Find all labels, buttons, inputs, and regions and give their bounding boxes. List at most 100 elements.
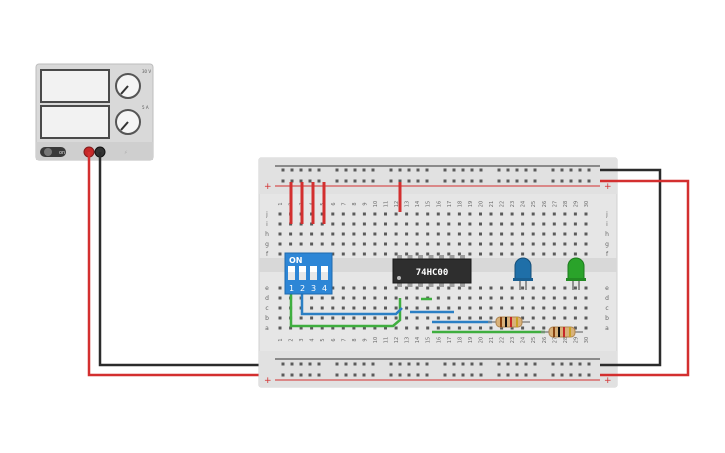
breadboard-hole[interactable] bbox=[278, 326, 282, 330]
breadboard-hole[interactable] bbox=[531, 212, 535, 216]
breadboard-hole[interactable] bbox=[447, 286, 451, 290]
breadboard-hole[interactable] bbox=[506, 362, 510, 366]
breadboard-hole[interactable] bbox=[384, 286, 387, 290]
breadboard-hole[interactable] bbox=[489, 316, 493, 320]
breadboard-hole[interactable] bbox=[500, 222, 504, 226]
breadboard-hole[interactable] bbox=[500, 252, 504, 256]
breadboard-hole[interactable] bbox=[278, 232, 282, 236]
breadboard-hole[interactable] bbox=[308, 362, 312, 366]
breadboard-hole[interactable] bbox=[389, 362, 393, 366]
breadboard-hole[interactable] bbox=[362, 179, 366, 183]
breadboard-hole[interactable] bbox=[405, 212, 409, 216]
breadboard-hole[interactable] bbox=[415, 296, 419, 300]
breadboard-hole[interactable] bbox=[317, 179, 321, 183]
breadboard-hole[interactable] bbox=[384, 232, 387, 236]
breadboard-hole[interactable] bbox=[584, 316, 588, 320]
breadboard-hole[interactable] bbox=[289, 326, 293, 330]
breadboard-hole[interactable] bbox=[352, 242, 356, 246]
wire-green-switch1[interactable] bbox=[289, 291, 402, 328]
breadboard-hole[interactable] bbox=[335, 168, 339, 172]
breadboard-hole[interactable] bbox=[362, 326, 366, 330]
breadboard-hole[interactable] bbox=[552, 242, 556, 246]
breadboard-hole[interactable] bbox=[436, 296, 440, 300]
breadboard-hole[interactable] bbox=[533, 168, 537, 172]
breadboard-hole[interactable] bbox=[447, 326, 451, 330]
breadboard-hole[interactable] bbox=[352, 316, 356, 320]
breadboard-hole[interactable] bbox=[479, 316, 482, 320]
breadboard-hole[interactable] bbox=[290, 362, 294, 366]
breadboard-hole[interactable] bbox=[468, 252, 472, 256]
dip-toggle-2[interactable] bbox=[299, 266, 306, 280]
breadboard-hole[interactable] bbox=[405, 326, 409, 330]
breadboard-hole[interactable] bbox=[470, 373, 474, 377]
breadboard-hole[interactable] bbox=[587, 362, 591, 366]
breadboard-hole[interactable] bbox=[584, 296, 588, 300]
breadboard-hole[interactable] bbox=[506, 179, 510, 183]
breadboard-hole[interactable] bbox=[371, 362, 375, 366]
breadboard-hole[interactable] bbox=[573, 242, 577, 246]
breadboard-hole[interactable] bbox=[584, 252, 588, 256]
breadboard-hole[interactable] bbox=[515, 373, 519, 377]
breadboard-hole[interactable] bbox=[308, 373, 312, 377]
wire-rail-plus-link[interactable] bbox=[600, 179, 690, 377]
breadboard-hole[interactable] bbox=[341, 252, 345, 256]
breadboard-hole[interactable] bbox=[373, 316, 377, 320]
breadboard-hole[interactable] bbox=[320, 242, 324, 246]
breadboard-hole[interactable] bbox=[281, 362, 285, 366]
breadboard-hole[interactable] bbox=[479, 232, 482, 236]
breadboard-hole[interactable] bbox=[362, 232, 366, 236]
breadboard-hole[interactable] bbox=[331, 242, 335, 246]
breadboard-hole[interactable] bbox=[468, 326, 472, 330]
breadboard-hole[interactable] bbox=[563, 306, 567, 310]
breadboard-hole[interactable] bbox=[552, 222, 556, 226]
breadboard-hole[interactable] bbox=[457, 306, 461, 310]
breadboard-hole[interactable] bbox=[310, 306, 314, 310]
breadboard-hole[interactable] bbox=[317, 362, 321, 366]
breadboard-hole[interactable] bbox=[578, 179, 582, 183]
breadboard-hole[interactable] bbox=[524, 168, 528, 172]
breadboard-hole[interactable] bbox=[563, 316, 567, 320]
breadboard-hole[interactable] bbox=[521, 212, 525, 216]
breadboard-hole[interactable] bbox=[426, 316, 430, 320]
breadboard-hole[interactable] bbox=[331, 212, 335, 216]
breadboard-hole[interactable] bbox=[468, 222, 472, 226]
breadboard-hole[interactable] bbox=[489, 242, 493, 246]
breadboard-hole[interactable] bbox=[515, 362, 519, 366]
breadboard-hole[interactable] bbox=[352, 326, 356, 330]
breadboard-hole[interactable] bbox=[563, 222, 567, 226]
breadboard-hole[interactable] bbox=[468, 286, 472, 290]
breadboard-hole[interactable] bbox=[331, 252, 335, 256]
breadboard-hole[interactable] bbox=[394, 326, 398, 330]
breadboard-hole[interactable] bbox=[341, 326, 345, 330]
power-supply[interactable]: 30 V 5 A on ⚡ bbox=[35, 63, 154, 161]
breadboard-hole[interactable] bbox=[573, 296, 577, 300]
breadboard-hole[interactable] bbox=[281, 179, 285, 183]
breadboard-hole[interactable] bbox=[584, 326, 588, 330]
breadboard-hole[interactable] bbox=[560, 168, 564, 172]
breadboard-hole[interactable] bbox=[587, 373, 591, 377]
breadboard-hole[interactable] bbox=[415, 242, 419, 246]
breadboard-hole[interactable] bbox=[436, 232, 440, 236]
breadboard-hole[interactable] bbox=[500, 232, 504, 236]
breadboard-hole[interactable] bbox=[447, 232, 451, 236]
breadboard-hole[interactable] bbox=[489, 296, 493, 300]
breadboard-hole[interactable] bbox=[352, 252, 356, 256]
breadboard-hole[interactable] bbox=[398, 373, 402, 377]
breadboard-hole[interactable] bbox=[497, 168, 501, 172]
breadboard-hole[interactable] bbox=[489, 306, 493, 310]
breadboard-hole[interactable] bbox=[447, 306, 451, 310]
breadboard-hole[interactable] bbox=[479, 362, 483, 366]
breadboard-hole[interactable] bbox=[510, 242, 514, 246]
breadboard-hole[interactable] bbox=[489, 232, 493, 236]
green-led[interactable] bbox=[566, 257, 586, 290]
breadboard-hole[interactable] bbox=[500, 296, 504, 300]
breadboard-hole[interactable] bbox=[373, 242, 377, 246]
breadboard-hole[interactable] bbox=[373, 296, 377, 300]
breadboard-hole[interactable] bbox=[415, 326, 419, 330]
breadboard-hole[interactable] bbox=[407, 179, 411, 183]
breadboard-hole[interactable] bbox=[320, 296, 324, 300]
wire-rail-minus-link[interactable] bbox=[600, 168, 662, 367]
breadboard-hole[interactable] bbox=[299, 232, 303, 236]
wire-negative-supply[interactable] bbox=[98, 152, 275, 367]
breadboard-hole[interactable] bbox=[510, 232, 514, 236]
